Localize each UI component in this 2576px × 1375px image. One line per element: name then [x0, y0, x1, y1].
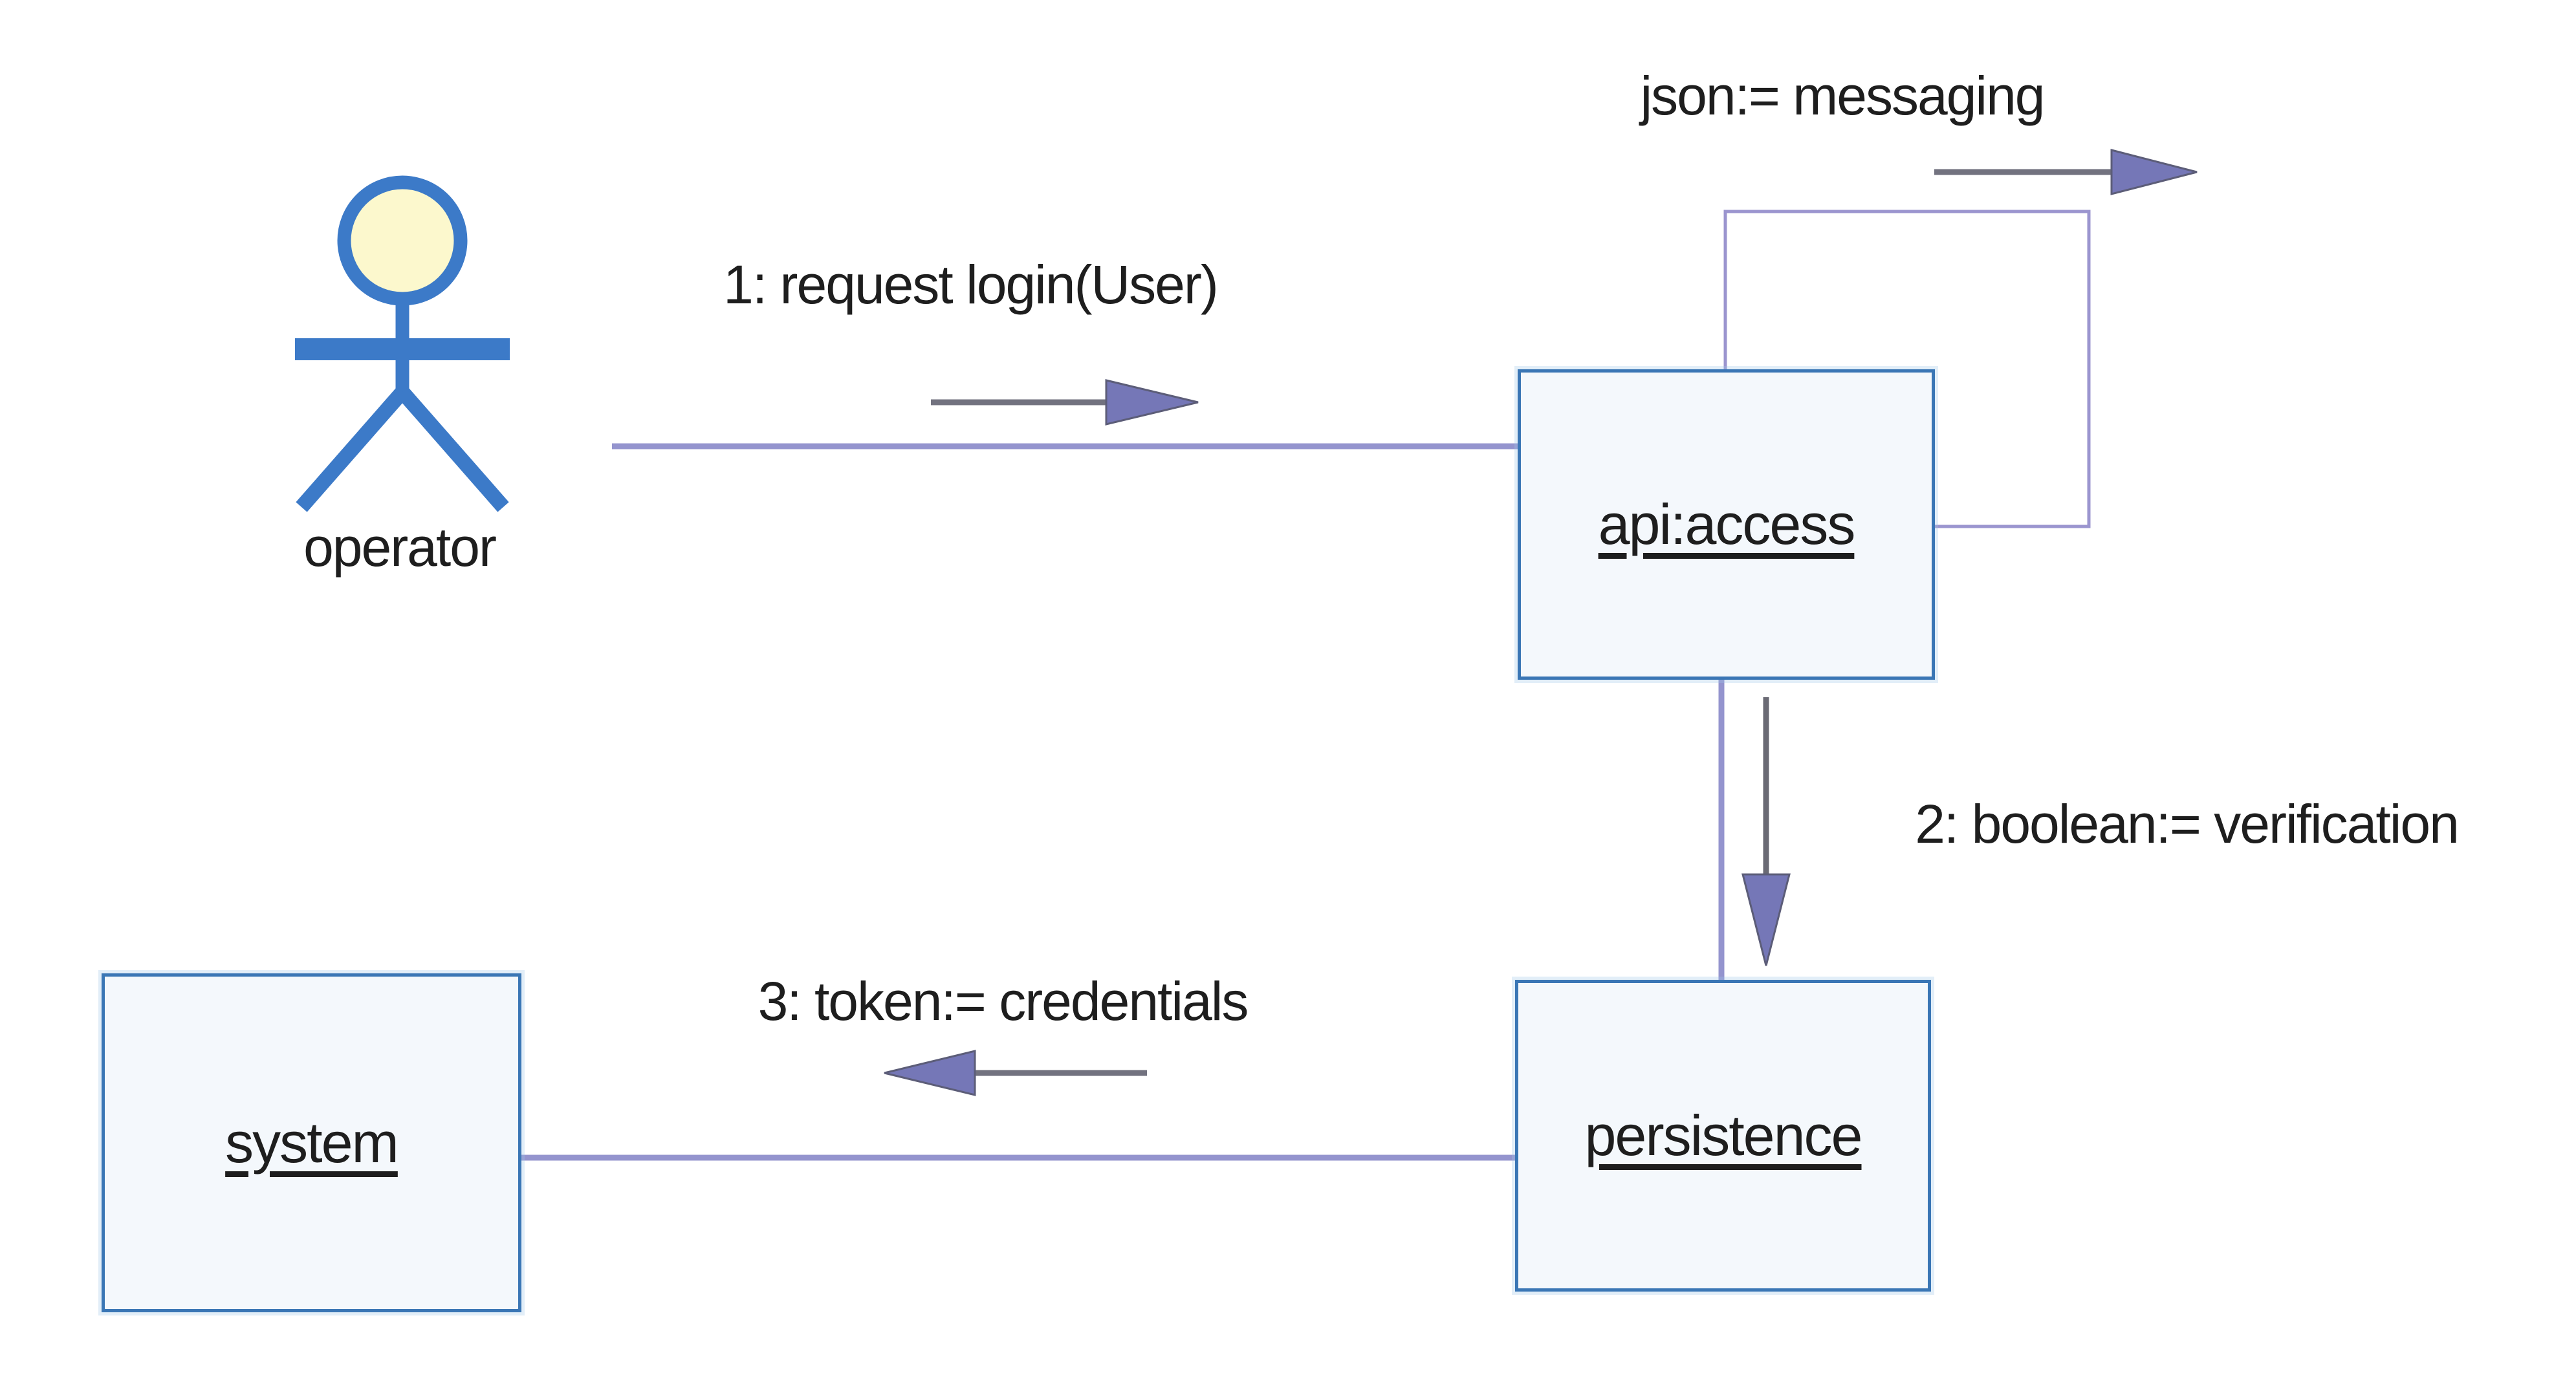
message-3-arrowhead [884, 1050, 976, 1096]
object-box-system: system [102, 973, 521, 1312]
message-3-label: 3: token:= credentials [758, 971, 1249, 1032]
actor-left-leg [296, 387, 408, 512]
message-2-label: 2: boolean:= verification [1915, 794, 2460, 854]
actor-operator-icon [295, 175, 510, 512]
message-2-arrow-icon [1741, 697, 1791, 966]
actor-right-leg [397, 387, 509, 512]
self-message-loop-api [1723, 210, 2091, 528]
object-box-persistence: persistence [1515, 980, 1931, 1292]
object-label-api-access: api:access [1598, 492, 1856, 556]
message-3-arrow-icon [884, 1050, 1147, 1096]
message-json-arrowhead [2110, 149, 2198, 195]
message-1-label: 1: request login(User) [723, 254, 1219, 315]
actor-head [337, 175, 468, 306]
message-2-arrowhead [1741, 873, 1791, 966]
message-json-arrow-icon [1934, 149, 2198, 195]
actor-label: operator [303, 517, 497, 578]
object-box-api-access: api:access [1518, 369, 1935, 680]
message-1-arrowhead [1105, 379, 1199, 426]
message-json-label: json:= messaging [1640, 65, 2045, 126]
message-1-arrow-icon [931, 379, 1199, 426]
object-label-persistence: persistence [1584, 1103, 1862, 1167]
object-label-system: system [225, 1110, 399, 1175]
